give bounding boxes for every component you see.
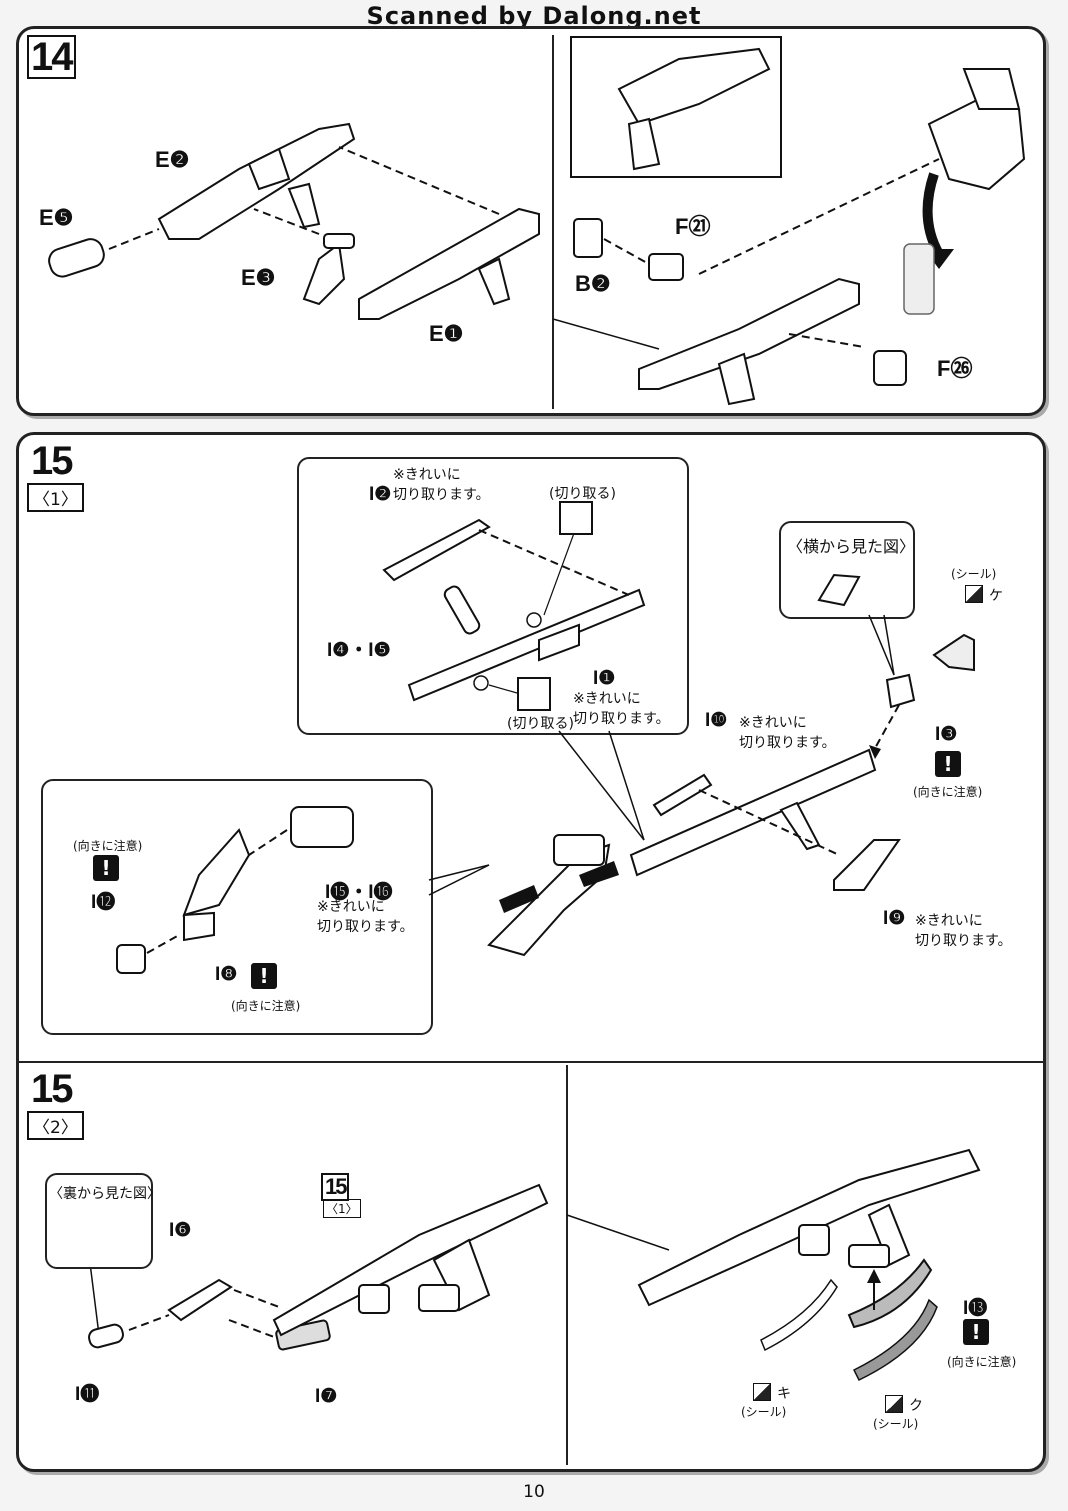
tool-cut-top-label: (切り取る): [549, 486, 616, 502]
label-i2: I❷: [369, 484, 392, 505]
step-15-diagram: [78, 518, 981, 1465]
label-f26: F㉖: [937, 356, 973, 381]
step-number: 14: [27, 35, 76, 79]
sticker-icon: [753, 1383, 771, 1401]
caution-i13-label: (向きに注意): [947, 1355, 1017, 1369]
sticker-ki-code: キ: [777, 1386, 791, 1402]
part-i3: [885, 673, 916, 709]
part-i1516: [290, 806, 354, 848]
note-i10: ※きれいに 切り取ります。: [739, 715, 836, 751]
step-sub: 〈2〉: [27, 1111, 84, 1140]
part-i10: [652, 773, 713, 817]
mobile-suit-arm: [927, 68, 1026, 191]
part-i8: [182, 828, 251, 942]
label-i12: I⓬: [91, 892, 116, 913]
step-number: 15: [31, 439, 73, 483]
rifle-complete: [637, 1148, 981, 1307]
part-f21: [648, 253, 684, 281]
label-i1: I❶: [593, 668, 616, 689]
side-view-title: 〈横から見た図〉: [787, 537, 916, 556]
step-sub: 〈1〉: [27, 483, 84, 512]
nipper-tool-icon: [559, 501, 593, 535]
label-i45: I❹・I❺: [327, 640, 391, 661]
step-15-panel: 15 〈1〉: [16, 432, 1046, 1472]
part-i9: [833, 839, 901, 891]
label-i7: I❼: [315, 1386, 338, 1407]
label-i8: I❽: [215, 964, 238, 985]
label-f21: F㉑: [675, 214, 711, 239]
label-i6: I❻: [169, 1220, 192, 1241]
label-i9: I❾: [883, 908, 906, 929]
callout-side-view: [779, 521, 915, 619]
part-i45-pin: [443, 585, 481, 635]
mobile-suit-figure: [903, 243, 935, 315]
ref-step-sub: 〈1〉: [323, 1199, 361, 1218]
note-i9: ※きれいに 切り取ります。: [915, 913, 1012, 949]
caution-icon: !: [93, 855, 119, 881]
part-f26: [873, 350, 907, 386]
sticker-ki-label: (シール): [741, 1405, 787, 1419]
step-14-diagram: [48, 35, 1026, 409]
label-e5: E❺: [39, 205, 74, 230]
side-view-shape: [817, 573, 861, 607]
sticker-ku-label: (シール): [873, 1417, 919, 1431]
ref-step-number: 15: [321, 1173, 350, 1201]
sticker-ke-shape: [932, 633, 975, 672]
label-e2: E❷: [155, 147, 190, 172]
part-i11: [88, 1323, 124, 1349]
caution-icon: !: [935, 751, 961, 777]
part-i13: [847, 1258, 933, 1329]
rifle-assembled: [638, 277, 860, 406]
sticker-ke-code: ケ: [989, 588, 1003, 604]
caution-icon: !: [251, 963, 277, 989]
label-e3: E❸: [241, 265, 276, 290]
sticker-ku-code: ク: [909, 1398, 923, 1414]
label-i1516: I⓯・I⓰: [325, 882, 393, 903]
page-number: 10: [523, 1482, 545, 1502]
part-i6: [167, 1278, 233, 1322]
note-i1: ※きれいに 切り取ります。: [573, 691, 670, 727]
label-i13: I⓭: [963, 1298, 988, 1319]
note-i2: ※きれいに 切り取ります。: [393, 467, 490, 503]
grip-e3: [302, 233, 355, 306]
section-divider: [19, 1061, 1043, 1063]
sticker-ku-shape: [852, 1298, 938, 1381]
watermark: Scanned by Dalong.net: [366, 2, 702, 30]
barrel-cap-e5: [48, 238, 105, 278]
label-i3: I❸: [935, 724, 958, 745]
sticker-ke-label: (シール): [951, 567, 997, 581]
step-number: 15: [31, 1067, 73, 1111]
rifle-frame-e2: [157, 122, 356, 240]
step-14-panel: 14: [16, 26, 1046, 416]
label-b2: B❷: [575, 271, 611, 296]
caution-i8-label: (向きに注意): [231, 999, 301, 1013]
back-view-title: 〈裏から見た図〉: [49, 1186, 161, 1202]
note-i1516: ※きれいに 切り取ります。: [317, 899, 414, 935]
assembly-rail: [629, 748, 877, 877]
tool-cut-bottom-label: (切り取る): [507, 716, 574, 732]
sticker-icon: [885, 1395, 903, 1413]
part-i2-frame: [382, 518, 491, 582]
caution-i12-label: (向きに注意): [73, 839, 143, 853]
callout-back-view: [45, 1173, 153, 1269]
caution-i3-label: (向きに注意): [913, 785, 983, 799]
label-i10: I❿: [705, 710, 728, 731]
label-i11: I⓫: [75, 1384, 100, 1405]
inset-rifle: [617, 47, 771, 171]
caution-icon: !: [963, 1319, 989, 1345]
label-e1: E❶: [429, 321, 464, 346]
rifle-partial: [272, 1183, 549, 1337]
sticker-ki-shape: [760, 1278, 838, 1352]
rifle-body-e1: [358, 207, 540, 320]
front-module: [487, 834, 611, 957]
sticker-icon: [965, 585, 983, 603]
part-i12: [116, 944, 146, 974]
part-i1-rail: [407, 588, 646, 702]
part-b2: [573, 218, 603, 258]
nipper-tool-icon: [517, 677, 551, 711]
callout-left: [41, 779, 433, 1035]
